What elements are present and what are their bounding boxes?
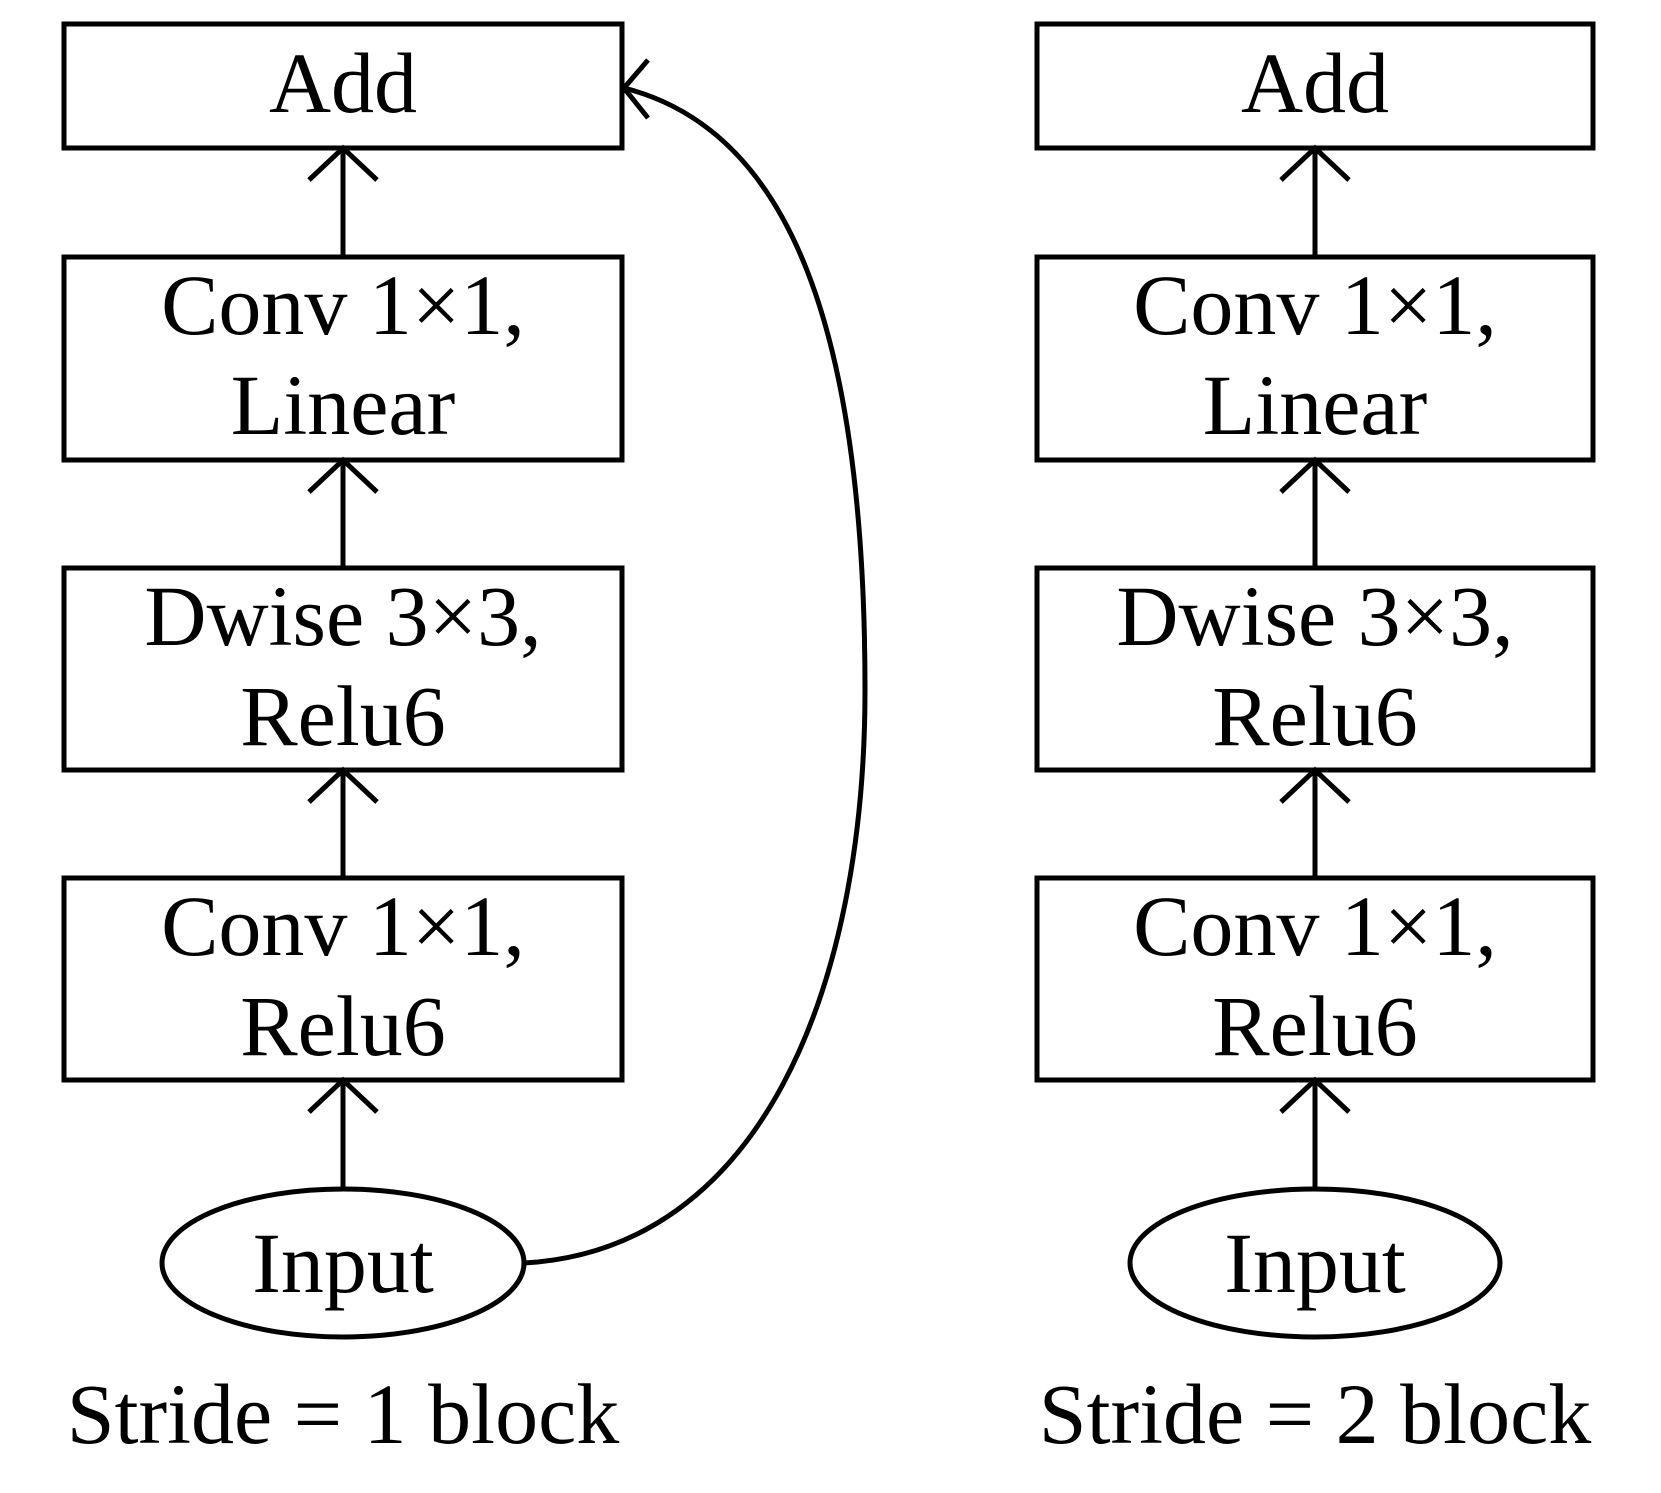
left-dwise-line2: Relu6 [240, 668, 445, 764]
left-arrow-input-to-conv [307, 1076, 379, 1189]
right-conv-linear-line2: Linear [1203, 357, 1427, 453]
right-dwise-line2: Relu6 [1212, 668, 1417, 764]
right-arrow-linear-to-add [1279, 144, 1351, 257]
right-arrow-conv-to-dwise [1279, 766, 1351, 878]
left-conv-linear-line1: Conv 1×1, [161, 257, 525, 353]
left-conv-linear-line2: Linear [231, 357, 455, 453]
right-conv-linear-line1: Conv 1×1, [1133, 257, 1497, 353]
left-arrow-conv-to-dwise [307, 766, 379, 878]
right-arrow-dwise-to-linear [1279, 456, 1351, 568]
left-conv-relu-line2: Relu6 [240, 978, 445, 1074]
right-conv-relu-box [1034, 875, 1596, 1083]
left-block: Add Conv 1×1, Linear Dwise 3×3, Relu6 Co… [61, 21, 868, 1462]
right-conv-relu-line2: Relu6 [1212, 978, 1417, 1074]
right-arrow-input-to-conv [1279, 1076, 1351, 1189]
right-input-label: Input [1224, 1215, 1406, 1311]
left-caption: Stride = 1 block [67, 1366, 620, 1462]
left-conv-relu-box [61, 875, 625, 1083]
left-add-label: Add [269, 35, 417, 131]
right-add-label: Add [1241, 35, 1389, 131]
left-conv-linear-box [61, 254, 625, 463]
left-arrow-dwise-to-linear [307, 456, 379, 568]
left-arrow-linear-to-add [307, 144, 379, 257]
left-dwise-line1: Dwise 3×3, [144, 568, 541, 664]
right-caption: Stride = 2 block [1039, 1366, 1592, 1462]
left-add-box [61, 21, 625, 151]
right-conv-relu-line1: Conv 1×1, [1133, 878, 1497, 974]
left-input-label: Input [252, 1215, 434, 1311]
left-residual-connection-arrow [523, 58, 868, 1266]
right-conv-linear-box [1034, 254, 1596, 463]
right-dwise-line1: Dwise 3×3, [1116, 568, 1513, 664]
right-block: Add Conv 1×1, Linear Dwise 3×3, Relu6 Co… [1034, 21, 1596, 1462]
left-conv-relu-line1: Conv 1×1, [161, 878, 525, 974]
